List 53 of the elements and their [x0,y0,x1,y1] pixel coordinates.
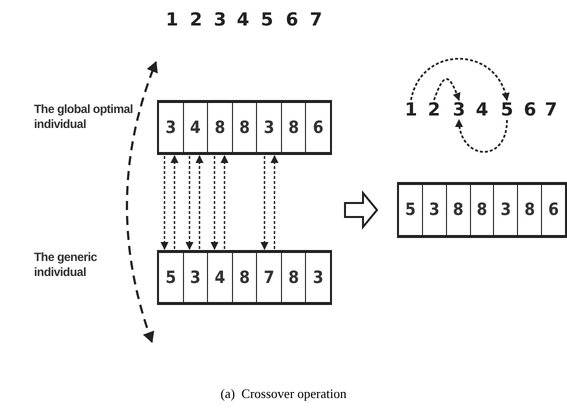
position-number: 2 [190,10,202,30]
arrow [170,155,178,249]
position-number: 1 [166,10,178,30]
chromosome-array [157,250,332,305]
row-label: The global optimal individual [34,102,134,132]
arrow [456,119,508,153]
gene-cell: 8 [232,103,258,152]
position-number: 4 [476,100,488,120]
hollow-arrow [344,190,378,230]
position-number: 5 [500,100,514,120]
caption: (a) Crossover operation [220,386,348,402]
arrow [270,155,278,249]
position-number: 7 [310,10,322,30]
arrow [186,156,194,250]
gene-cell: 7 [257,253,282,302]
gene-cell: 5 [399,185,423,235]
gene-cell: 8 [282,103,306,152]
position-number: 3 [452,100,466,120]
gene-cell: 8 [232,253,258,302]
arrow [160,156,168,250]
gene-cell: 8 [518,185,542,235]
arrow [433,78,460,101]
gene-cell: 6 [306,103,330,152]
gene-cell: 3 [422,185,447,235]
position-number: 6 [524,100,536,120]
gene-cell: 3 [494,185,518,235]
gene-cell: 4 [184,103,208,152]
chromosome-array [157,100,332,155]
arrow [196,155,204,249]
gene-cell: 6 [542,185,566,235]
position-number: 3 [214,10,226,30]
row-label: The generic individual [34,250,98,280]
arrow [260,156,268,250]
gene-cell: 3 [159,103,184,152]
gene-cell: 8 [470,185,494,235]
position-number: 7 [544,100,558,120]
arrow [210,156,218,250]
position-number: 4 [236,10,250,30]
gene-cell: 3 [257,103,282,152]
arrow [220,155,228,249]
chromosome-array [397,182,567,238]
arrow [410,58,509,101]
gene-cell: 4 [208,253,233,302]
position-number: 1 [404,100,418,120]
position-number: 6 [286,10,298,30]
position-number: 5 [260,10,274,30]
gene-cell: 8 [446,185,471,235]
gene-cell: 8 [208,103,233,152]
gene-cell: 3 [184,253,208,302]
gene-cell: 5 [159,253,184,302]
gene-cell: 8 [282,253,306,302]
position-number: 2 [428,100,440,120]
gene-cell: 3 [306,253,330,302]
